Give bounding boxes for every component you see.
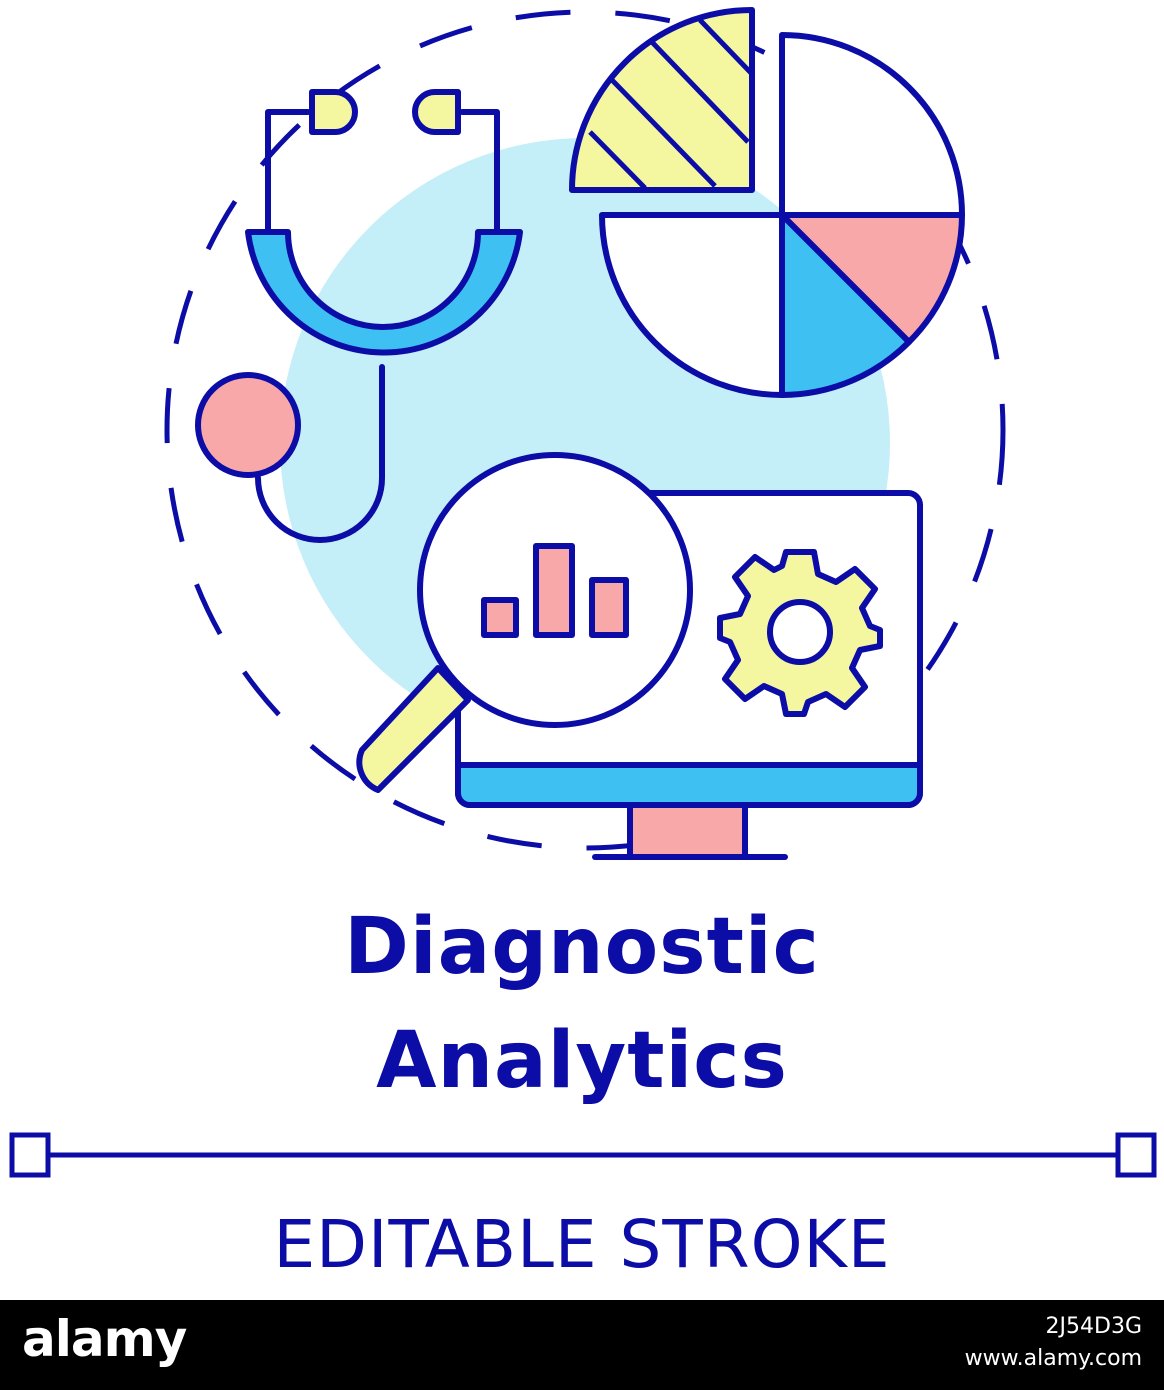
title-line-1: Diagnostic <box>344 902 820 992</box>
icon-canvas: Diagnostic Analytics EDITABLE STROKE <box>9 7 1157 1283</box>
image-id-block: 2J54D3G www.alamy.com <box>965 1314 1142 1373</box>
site-url: www.alamy.com <box>964 1346 1142 1372</box>
stethoscope-icon <box>195 89 523 543</box>
editable-stroke-guide <box>9 1132 1157 1178</box>
dashed-ring <box>164 9 1006 851</box>
title-line-2: Analytics <box>376 1016 788 1106</box>
bar-chart-icon <box>481 543 629 638</box>
watermark-footer: alamy 2J54D3G www.alamy.com <box>0 1300 1164 1390</box>
image-id: 2J54D3G <box>1045 1314 1142 1339</box>
brand-logo: alamy <box>22 1310 187 1368</box>
guide-handle-left <box>9 1132 51 1178</box>
diagnostic-analytics-illustration <box>164 7 1006 860</box>
guide-handle-right <box>1115 1132 1157 1178</box>
pie-chart-icon <box>569 7 965 398</box>
gear-icon <box>717 549 883 717</box>
editable-stroke-label: EDITABLE STROKE <box>273 1206 891 1283</box>
